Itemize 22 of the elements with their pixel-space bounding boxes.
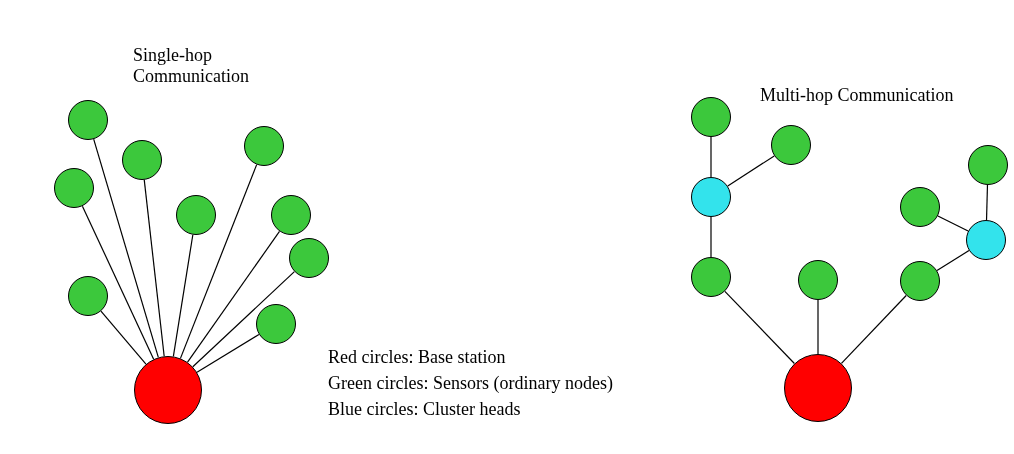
connector-line [985,184,989,221]
connector-line [143,179,165,357]
legend-note: Blue circles: Cluster heads [328,399,522,420]
connector-line [710,216,712,258]
connector-line [196,333,260,373]
connector-line [93,138,159,358]
legend-note: Green circles: Sensors (ordinary nodes) [328,373,614,394]
legend-note: Red circles: Base station [328,347,507,368]
connector-line [724,290,795,365]
connector-line [186,230,281,363]
connector-line [179,164,258,359]
group-title: Single-hop Communication [133,45,250,87]
connector-line [192,271,295,368]
connector-line [817,299,819,355]
connector-line [937,215,969,232]
connector-line [100,310,147,365]
connector-line [840,294,907,364]
connector-line [936,249,970,272]
connector-line [727,155,775,187]
connector-line [710,136,712,178]
group-title: Multi-hop Communication [760,85,955,106]
connector-line [172,234,194,358]
